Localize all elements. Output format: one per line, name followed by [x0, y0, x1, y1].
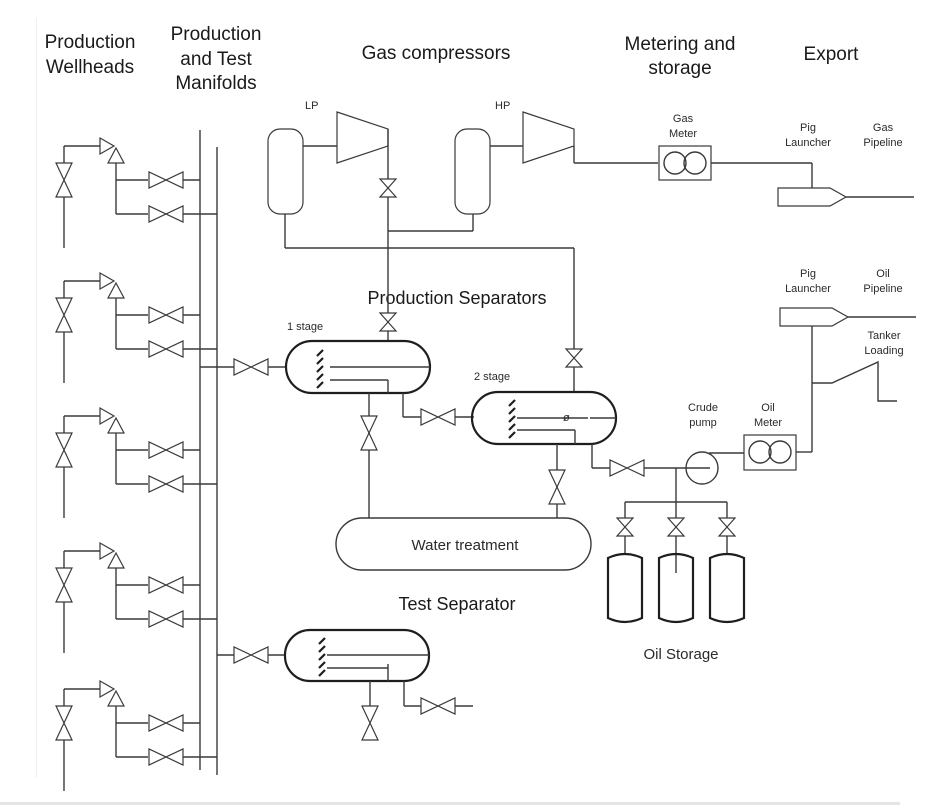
test-separator-oil-valve[interactable] [420, 697, 456, 715]
oil-pig-launcher-label-line1: Pig [800, 268, 816, 280]
production-manifold-valve[interactable] [148, 576, 184, 594]
wellhead-master-valve[interactable] [55, 162, 73, 198]
water-treatment-label: Water treatment [412, 537, 520, 554]
storage-tank-2-valve[interactable] [667, 517, 685, 537]
lp-compressor-valve[interactable] [379, 178, 397, 198]
header-wellheads-line1: Production [45, 32, 136, 53]
stage2-marker: ø [563, 412, 570, 424]
header-metering-line2: storage [648, 58, 711, 79]
gas-meter-label-line1: Gas [673, 113, 694, 125]
header-metering-line1: Metering and [625, 34, 736, 55]
test-separator-water-valve[interactable] [361, 705, 379, 741]
gas-pig-launcher [777, 187, 848, 207]
crude-pump-label-line1: Crude [688, 402, 718, 414]
header-export: Export [804, 44, 860, 65]
production-manifold-valve[interactable] [148, 714, 184, 732]
stage2-label: 2 stage [474, 371, 510, 383]
stage1-oil-valve[interactable] [420, 408, 456, 426]
test-manifold-valve[interactable] [148, 340, 184, 358]
wellhead-5 [55, 679, 217, 791]
left-border [36, 18, 37, 778]
choke-icon [107, 146, 125, 164]
test-separator-title: Test Separator [398, 594, 515, 614]
water-treatment-vessel [335, 517, 592, 571]
lp-scrubber [267, 128, 304, 215]
oil-pipeline-label-line2: Pipeline [863, 283, 902, 295]
wellhead-1 [55, 136, 217, 248]
crude-pump-label-line2: pump [689, 417, 717, 429]
tanker-loading-arm [812, 360, 897, 402]
gas-meter [658, 145, 712, 181]
crude-pump [685, 451, 719, 485]
header-manifolds-line3: Manifolds [175, 73, 256, 94]
stage2-oil-valve[interactable] [609, 459, 645, 477]
storage-tank-3 [708, 552, 746, 624]
test-manifold-valve[interactable] [148, 205, 184, 223]
hp-compressor-label: HP [495, 100, 510, 112]
production-manifold-valve[interactable] [148, 171, 184, 189]
storage-tank-2 [657, 552, 695, 624]
choke-icon [107, 416, 125, 434]
gas-pipeline-label-line2: Pipeline [863, 137, 902, 149]
gas-pig-launcher-label-line2: Launcher [785, 137, 831, 149]
stage2-water-valve[interactable] [548, 469, 566, 505]
oil-storage-label: Oil Storage [643, 646, 718, 663]
choke-icon [99, 679, 116, 699]
test-separator-inlet-valve[interactable] [233, 646, 269, 664]
test-separator [283, 628, 431, 683]
storage-tank-1 [606, 552, 644, 624]
choke-icon [107, 281, 125, 299]
wellhead-3 [55, 406, 217, 518]
tanker-loading-label-line1: Tanker [867, 330, 900, 342]
storage-tank-1-valve[interactable] [616, 517, 634, 537]
hp-scrubber [454, 128, 491, 215]
wellhead-master-valve[interactable] [55, 297, 73, 333]
choke-icon [99, 136, 116, 156]
stage1-water-valve[interactable] [360, 415, 378, 451]
choke-icon [107, 689, 125, 707]
wellhead-master-valve[interactable] [55, 567, 73, 603]
choke-icon [107, 551, 125, 569]
test-manifold-valve[interactable] [148, 748, 184, 766]
choke-icon [99, 271, 116, 291]
gas-meter-label-line2: Meter [669, 128, 697, 140]
oil-pipeline-label-line1: Oil [876, 268, 889, 280]
wellhead-4 [55, 541, 217, 653]
header-wellheads-line2: Wellheads [46, 57, 134, 78]
stage1-gas-valve[interactable] [379, 312, 397, 332]
test-manifold-valve[interactable] [148, 610, 184, 628]
storage-tank-3-valve[interactable] [718, 517, 736, 537]
oil-meter-label-line2: Meter [754, 417, 782, 429]
oil-pig-launcher [779, 307, 850, 327]
stage1-label: 1 stage [287, 321, 323, 333]
production-manifold-valve[interactable] [148, 306, 184, 324]
stage2-separator: ø [470, 390, 618, 446]
production-separators-title: Production Separators [367, 288, 546, 308]
wellhead-master-valve[interactable] [55, 705, 73, 741]
oil-meter-label-line1: Oil [761, 402, 774, 414]
stage1-separator [284, 339, 432, 395]
oil-meter [743, 434, 797, 471]
header-gas-compressors: Gas compressors [362, 43, 511, 64]
header-manifolds-line1: Production [171, 24, 262, 45]
stage1-inlet-valve[interactable] [233, 358, 269, 376]
oil-pig-launcher-label-line2: Launcher [785, 283, 831, 295]
header-manifolds-line2: and Test [180, 49, 252, 70]
gas-pipeline-label-line1: Gas [873, 122, 894, 134]
choke-icon [99, 406, 116, 426]
production-manifold-valve[interactable] [148, 441, 184, 459]
tanker-loading-label-line2: Loading [864, 345, 903, 357]
lp-compressor [336, 111, 389, 164]
wellhead-2 [55, 271, 217, 383]
choke-icon [99, 541, 116, 561]
stage2-gas-valve[interactable] [565, 348, 583, 368]
bottom-border [0, 802, 900, 805]
gas-pig-launcher-label-line1: Pig [800, 122, 816, 134]
hp-compressor [522, 111, 575, 164]
test-manifold-valve[interactable] [148, 475, 184, 493]
wellhead-master-valve[interactable] [55, 432, 73, 468]
lp-compressor-label: LP [305, 100, 318, 112]
